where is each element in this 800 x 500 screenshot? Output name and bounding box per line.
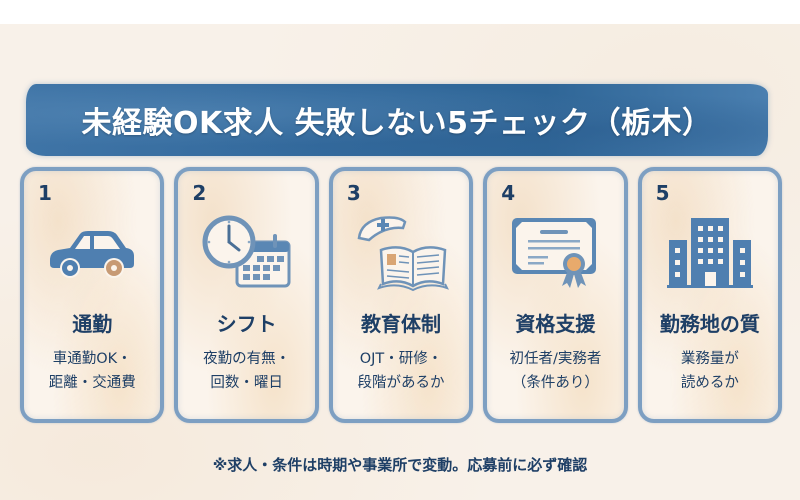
check-card-shift: 2 シフト 夜勤の [174, 167, 319, 423]
check-card-commute: 1 通勤 車通勤OK・ 距離・交通費 [20, 167, 165, 423]
clock-calendar-icon [197, 213, 297, 291]
card-description-line: 距離・交通費 [48, 375, 136, 391]
card-description-line: 初任者/実務者 [509, 351, 602, 367]
card-description-line: 夜勤の有無・ [203, 351, 291, 367]
card-description-line: 段階があるか [357, 375, 445, 391]
nurse-cap-book-icon [351, 213, 451, 292]
card-title: 資格支援 [515, 312, 596, 336]
card-title: 勤務地の質 [659, 312, 760, 336]
card-number: 4 [501, 181, 516, 205]
page-title: 未経験OK求人 失敗しない5チェック（栃木） [81, 106, 713, 141]
card-description-line: 車通勤OK・ [52, 351, 132, 367]
title-banner: 未経験OK求人 失敗しない5チェック（栃木） [26, 84, 768, 156]
car-icon [42, 213, 142, 291]
card-description-line: 読めるか [680, 375, 739, 391]
card-number: 2 [192, 181, 207, 205]
card-description-line: （条件あり） [511, 375, 599, 391]
check-card-workplace: 5 勤務地 [637, 167, 783, 423]
checklist-cards: 1 通勤 車通勤OK・ 距離・交通費 [20, 167, 783, 423]
card-description: 夜勤の有無・ 回数・曜日 [178, 347, 314, 395]
card-description: 車通勤OK・ 距離・交通費 [24, 347, 160, 395]
check-card-training: 3 教育体制 [328, 167, 474, 423]
card-title: シフト [216, 312, 277, 336]
card-number: 1 [38, 181, 52, 205]
infographic-canvas: 未経験OK求人 失敗しない5チェック（栃木） 1 通勤 [0, 24, 800, 500]
card-description-line: 業務量が [680, 351, 739, 367]
check-card-qualification: 4 資格支援 [483, 167, 628, 423]
card-description: OJT・研修・ 段階があるか [333, 347, 469, 395]
building-icon [660, 213, 760, 291]
card-description: 初任者/実務者 （条件あり） [487, 347, 623, 395]
card-number: 3 [346, 181, 361, 205]
card-description: 業務量が 読めるか [642, 347, 778, 395]
card-title: 教育体制 [361, 312, 442, 336]
card-description-line: 回数・曜日 [210, 375, 283, 391]
card-description-line: OJT・研修・ [359, 351, 443, 367]
disclaimer-note: ※求人・条件は時期や事業所で変動。応募前に必ず確認 [212, 456, 588, 474]
certificate-icon [505, 213, 605, 291]
card-title: 通勤 [72, 312, 113, 336]
card-number: 5 [655, 181, 670, 205]
